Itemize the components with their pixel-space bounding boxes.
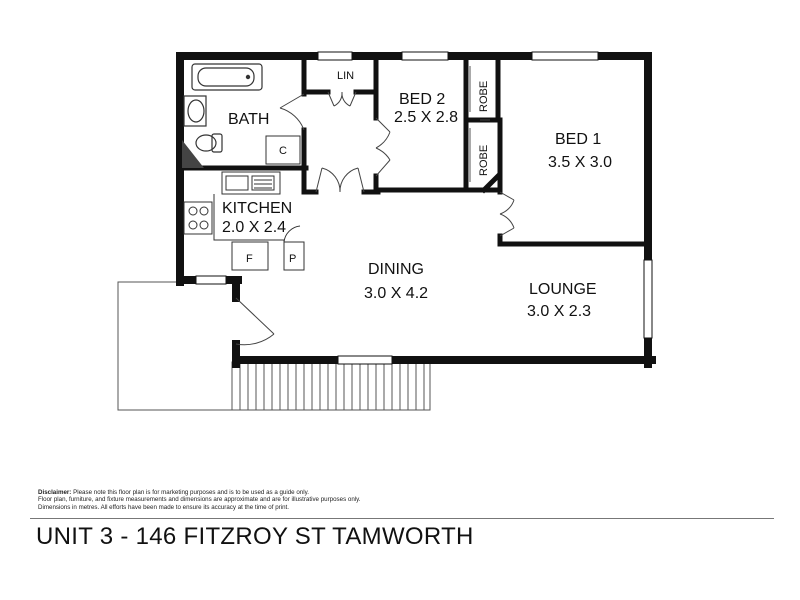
room-dining-size: 3.0 X 4.2	[364, 285, 428, 302]
room-kitchen-name: KITCHEN	[222, 200, 292, 217]
disclaimer-line-3: Dimensions in metres. All efforts have b…	[38, 503, 289, 511]
property-address: UNIT 3 - 146 FITZROY ST TAMWORTH	[36, 523, 474, 550]
pantry-label: P	[289, 253, 296, 265]
room-linen-name: LIN	[337, 70, 354, 82]
disclaimer-text-1: Please note this floor plan is for marke…	[73, 489, 309, 496]
door-swings	[235, 91, 515, 346]
basin-icon	[183, 95, 207, 127]
disclaimer-line-2: Floor plan, furniture, and fixture measu…	[38, 496, 361, 504]
room-dining-name: DINING	[368, 261, 424, 278]
kitchen-counter	[213, 194, 305, 271]
disclaimer-heading: Disclaimer:	[38, 489, 72, 496]
room-bed2-size: 2.5 X 2.8	[394, 109, 458, 126]
entry-steps	[231, 361, 431, 411]
divider-line	[30, 518, 774, 519]
room-bed2-name: BED 2	[399, 91, 445, 108]
room-robe-top-name: ROBE	[478, 81, 490, 112]
bath-corner-fill-icon	[182, 140, 204, 168]
room-bed1-size: 3.5 X 3.0	[548, 154, 612, 171]
stove-icon	[183, 201, 213, 235]
disclaimer: Disclaimer: Please note this floor plan …	[38, 489, 558, 511]
room-kitchen-size: 2.0 X 2.4	[222, 219, 286, 236]
windows	[195, 51, 653, 365]
bathtub-icon	[191, 63, 263, 91]
floor-plan: C F P BATH LIN BED 2 2.5 X 2.8 ROBE ROBE…	[117, 51, 656, 411]
cupboard-box	[265, 135, 301, 165]
room-robe-bottom-name: ROBE	[478, 145, 490, 176]
room-bath-name: BATH	[228, 111, 269, 128]
room-bed1-name: BED 1	[555, 131, 601, 148]
room-lounge-size: 3.0 X 2.3	[527, 303, 591, 320]
disclaimer-line-1: Disclaimer: Please note this floor plan …	[38, 489, 558, 496]
patio	[117, 281, 236, 411]
toilet-icon	[195, 133, 223, 153]
kitchen-sink-icon	[221, 171, 281, 195]
cupboard-label: C	[279, 145, 287, 157]
fridge-label: F	[246, 253, 253, 265]
room-lounge-name: LOUNGE	[529, 281, 597, 298]
